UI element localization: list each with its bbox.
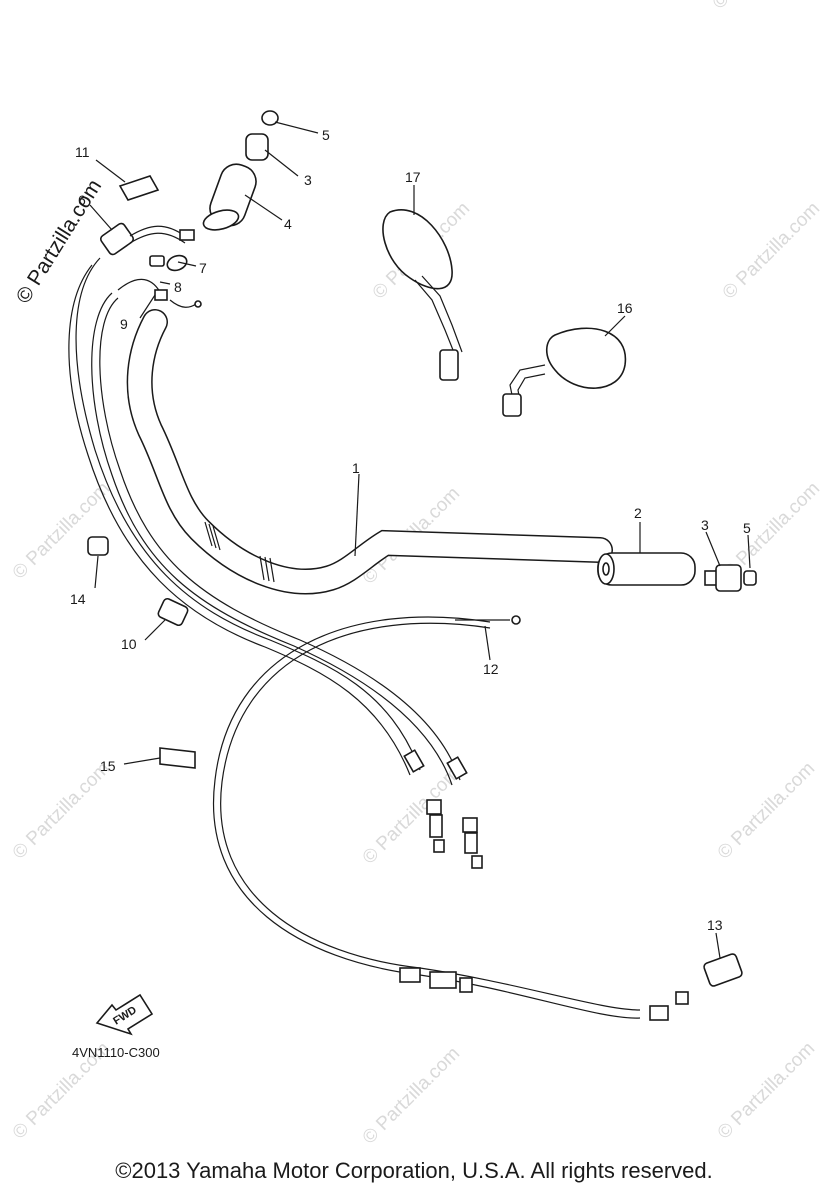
callout-3-right: 3 [701, 517, 709, 533]
holder-15 [159, 747, 196, 769]
callout-2: 2 [634, 505, 642, 521]
mirror-left [382, 209, 463, 381]
grip-right [597, 552, 696, 586]
callouts: 1 2 3 5 5 3 4 11 6 7 8 9 17 16 14 10 12 … [70, 127, 751, 933]
callout-11: 11 [75, 144, 90, 160]
watermark: © Partzilla.com [9, 478, 114, 583]
clamp-plate [149, 254, 188, 272]
callout-9: 9 [120, 316, 128, 332]
leader-lines [89, 121, 751, 959]
callout-10: 10 [121, 636, 137, 652]
callout-15: 15 [100, 758, 116, 774]
holder-10 [157, 597, 189, 627]
screw-left [261, 110, 279, 126]
callout-16: 16 [617, 300, 633, 316]
callout-13: 13 [707, 917, 723, 933]
forward-arrow: FWD [95, 993, 154, 1036]
callout-5-left: 5 [322, 127, 330, 143]
cable-end-top [117, 278, 202, 308]
callout-1: 1 [352, 460, 360, 476]
callout-4: 4 [284, 216, 292, 232]
clutch-switch [703, 953, 743, 987]
brand-watermark: © Partzilla.com [12, 175, 106, 307]
watermark: © Partzilla.com [359, 763, 464, 868]
callout-14: 14 [70, 591, 86, 607]
bar-end-weight-right [704, 564, 742, 592]
watermark: © Partzilla.com [719, 198, 824, 303]
callout-5-right: 5 [743, 520, 751, 536]
clip-14 [87, 536, 109, 556]
callout-7: 7 [199, 260, 207, 276]
clutch-cable [212, 615, 689, 1021]
callout-17: 17 [405, 169, 421, 185]
diagram-code: 4VN1110-C300 [72, 1045, 160, 1060]
callout-3-left: 3 [304, 172, 312, 188]
grip-left [202, 163, 257, 231]
watermark: © Partzilla.com [714, 1038, 819, 1143]
callout-6: 6 [78, 192, 86, 208]
watermark: © Partzilla.com [709, 0, 814, 14]
copyright-notice: ©2013 Yamaha Motor Corporation, U.S.A. A… [115, 1158, 713, 1183]
throttle-cable-ends [403, 749, 483, 869]
throttle-cable-assembly [68, 222, 461, 786]
watermark: © Partzilla.com [714, 758, 819, 863]
screw-right [743, 570, 757, 586]
callout-12: 12 [483, 661, 499, 677]
mirror-right [502, 327, 627, 417]
handlebar [126, 309, 613, 595]
bar-end-weight-left [245, 133, 269, 161]
watermark: © Partzilla.com [9, 758, 114, 863]
watermark: © Partzilla.com [359, 1043, 464, 1148]
cable-clamp [118, 175, 160, 201]
callout-8: 8 [174, 279, 182, 295]
